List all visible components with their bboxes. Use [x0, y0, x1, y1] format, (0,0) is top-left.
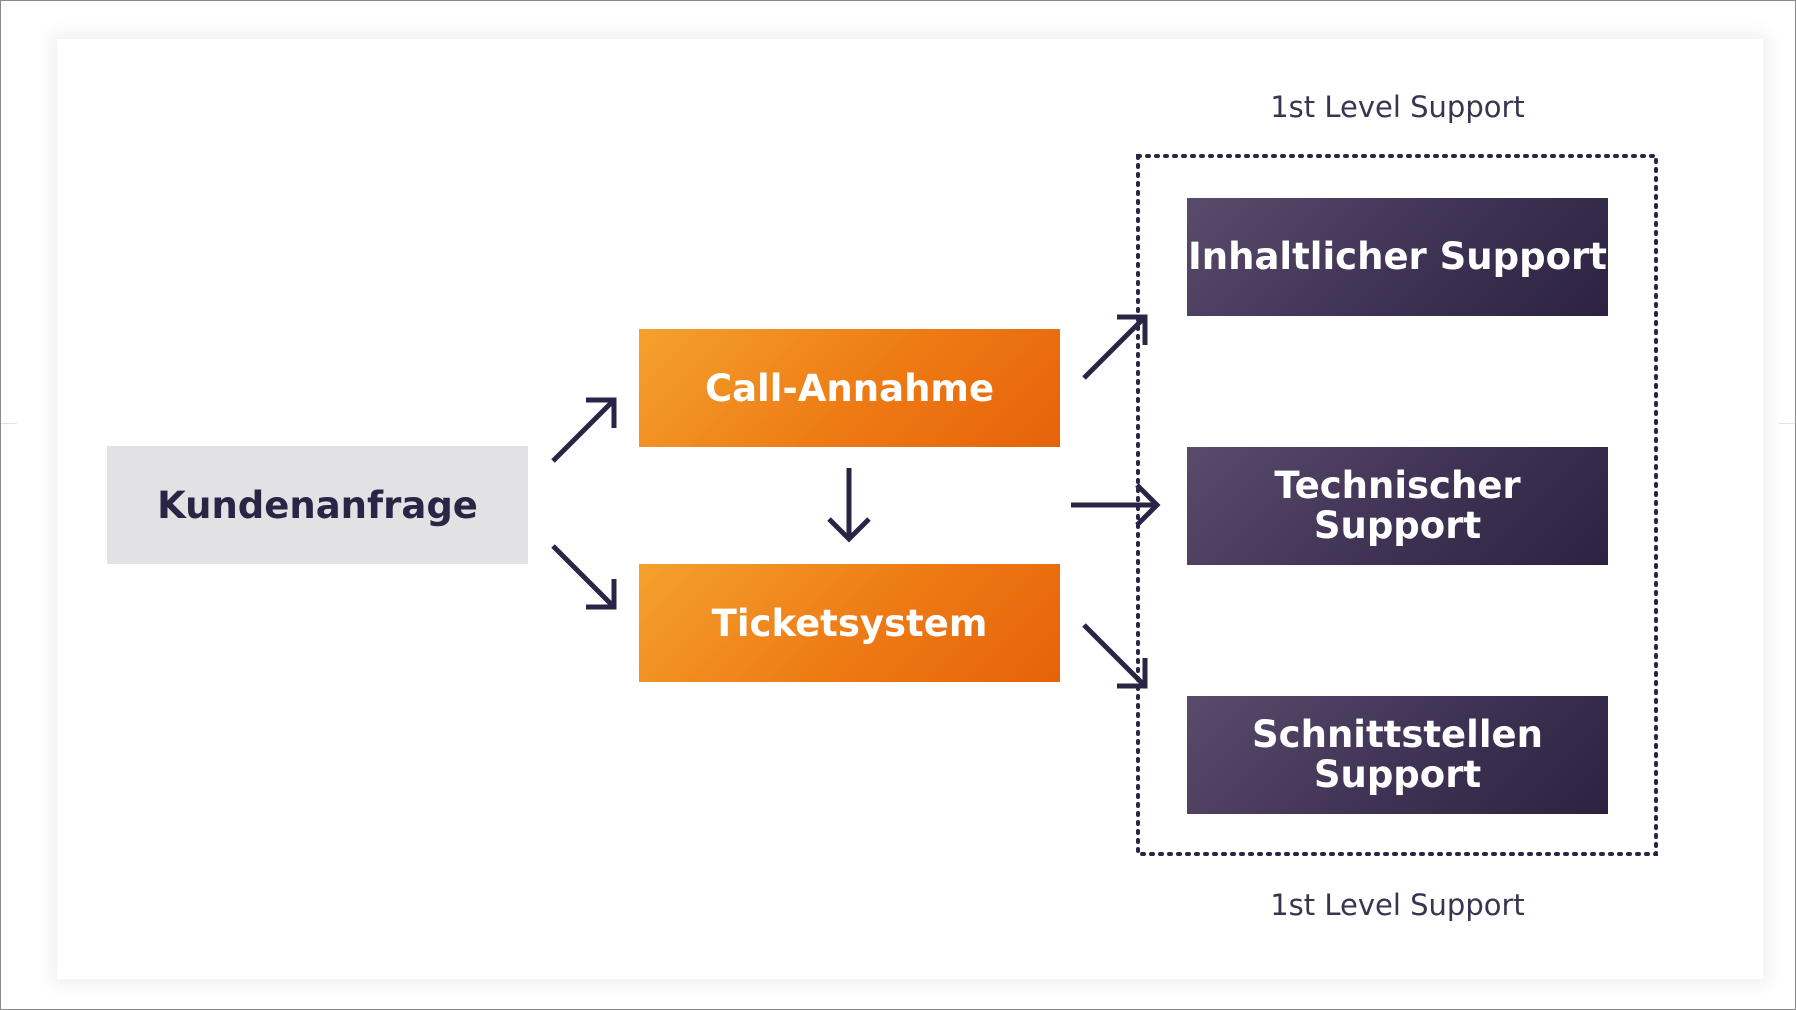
arrow-kunden-to-call [551, 397, 617, 463]
node-technischer-support-label: Technischer Support [1274, 464, 1521, 547]
node-kundenanfrage: Kundenanfrage [107, 446, 528, 564]
left-edge-tick [1, 423, 17, 424]
node-inhaltlicher-support-label: Inhaltlicher Support [1188, 235, 1607, 279]
first-level-support-label-bottom: 1st Level Support [1270, 888, 1525, 922]
node-schnittstellen-support: Schnittstellen Support [1187, 696, 1608, 814]
node-ticketsystem: Ticketsystem [639, 564, 1060, 682]
arrow-ticket-to-schnittstellen [1082, 623, 1148, 689]
node-ticketsystem-label: Ticketsystem [711, 601, 988, 645]
node-schnittstellen-support-label-line1: Schnittstellen [1252, 713, 1543, 757]
node-inhaltlicher-support: Inhaltlicher Support [1187, 198, 1608, 316]
node-schnittstellen-support-label-line2: Support [1313, 753, 1482, 796]
first-level-support-label-top: 1st Level Support [1270, 90, 1525, 124]
node-call-annahme: Call-Annahme [639, 329, 1060, 447]
node-technischer-support: Technischer Support [1187, 447, 1608, 565]
right-edge-tick [1779, 423, 1795, 424]
node-call-annahme-label: Call-Annahme [704, 366, 995, 410]
node-kundenanfrage-label: Kundenanfrage [157, 483, 478, 527]
arrow-ticket-to-technischer [1071, 483, 1161, 527]
arrow-call-to-inhaltlicher [1082, 314, 1148, 380]
arrow-call-to-ticket [827, 468, 871, 543]
arrow-kunden-to-ticket [551, 544, 617, 610]
